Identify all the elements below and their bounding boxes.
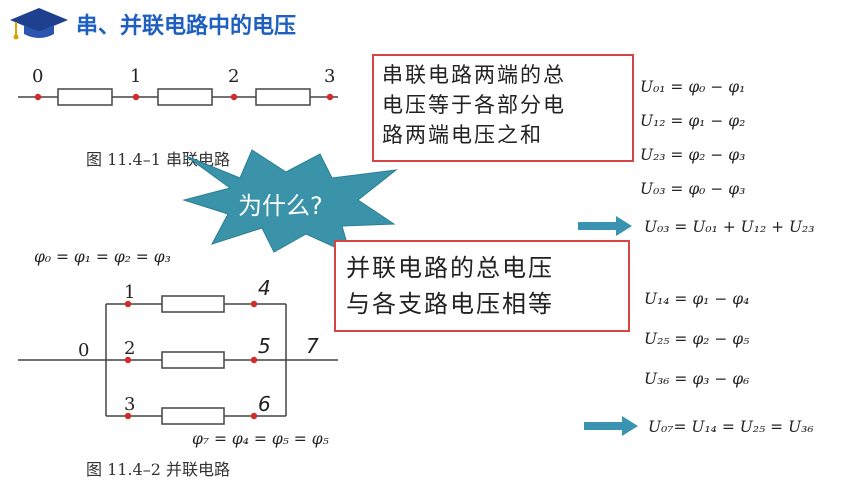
eq-series-result: U₀₃ = U₀₁ + U₁₂ + U₂₃ bbox=[644, 218, 815, 236]
series-box-line-3: 路两端电压之和 bbox=[382, 123, 543, 147]
series-node-label-2: 2 bbox=[228, 66, 240, 87]
parallel-eq-left: φ₀ = φ₁ = φ₂ = φ₃ bbox=[34, 248, 171, 266]
why-burst-shape bbox=[182, 149, 398, 255]
resistor-2 bbox=[157, 88, 213, 106]
right-arrow-icon bbox=[578, 216, 632, 236]
parallel-box-line-1: 并联电路的总电压 bbox=[346, 254, 554, 282]
parallel-eq-right: φ₇ = φ₄ = φ₅ = φ₅ bbox=[192, 430, 329, 448]
eq-u36: U₃₆ = φ₃ − φ₆ bbox=[644, 370, 750, 388]
eq-u25: U₂₅ = φ₂ − φ₅ bbox=[644, 330, 750, 348]
parallel-caption: 图 11.4–2 并联电路 bbox=[86, 460, 230, 479]
parallel-node-label-0: 0 bbox=[78, 340, 90, 361]
series-node-label-1: 1 bbox=[130, 66, 142, 87]
eq-u23: U₂₃ = φ₂ − φ₃ bbox=[640, 146, 746, 164]
parallel-box-line-2: 与各支路电压相等 bbox=[346, 290, 554, 318]
resistor-1 bbox=[57, 88, 113, 106]
hand-label-5: 5 bbox=[258, 334, 271, 358]
series-node-label-0: 0 bbox=[32, 66, 44, 87]
resistor-branch-3 bbox=[161, 407, 225, 425]
resistor-branch-2 bbox=[161, 351, 225, 369]
series-circuit-diagram bbox=[18, 88, 338, 106]
series-caption: 图 11.4–1 串联电路 bbox=[86, 150, 230, 169]
hand-label-6: 6 bbox=[258, 392, 271, 416]
right-arrow-icon bbox=[584, 416, 638, 436]
graduation-cap-icon bbox=[10, 8, 68, 40]
node-1 bbox=[132, 93, 140, 101]
hand-label-4: 4 bbox=[258, 276, 271, 300]
series-node-label-3: 3 bbox=[324, 66, 336, 87]
parallel-node-label-3: 3 bbox=[124, 394, 136, 415]
eq-u03: U₀₃ = φ₀ − φ₃ bbox=[640, 180, 746, 198]
eq-parallel-result: U₀₇= U₁₄ = U₂₅ = U₃₆ bbox=[648, 418, 814, 436]
node-2 bbox=[230, 93, 238, 101]
node-3 bbox=[326, 93, 334, 101]
series-box-line-2: 电压等于各部分电 bbox=[382, 93, 566, 117]
series-box-line-1: 串联电路两端的总 bbox=[382, 63, 566, 87]
parallel-circuit-diagram bbox=[18, 295, 338, 425]
parallel-node-label-2: 2 bbox=[124, 338, 136, 359]
why-label: 为什么? bbox=[238, 192, 323, 220]
resistor-3 bbox=[255, 88, 311, 106]
resistor-branch-1 bbox=[161, 295, 225, 313]
parallel-explanation-box: 并联电路的总电压 与各支路电压相等 bbox=[334, 240, 630, 332]
parallel-node-label-1: 1 bbox=[124, 282, 136, 303]
eq-u01: U₀₁ = φ₀ − φ₁ bbox=[640, 78, 746, 96]
series-explanation-box: 串联电路两端的总 电压等于各部分电 路两端电压之和 bbox=[372, 54, 634, 162]
hand-label-7: 7 bbox=[306, 334, 319, 358]
page-title: 串、并联电路中的电压 bbox=[76, 14, 297, 39]
node-0 bbox=[34, 93, 42, 101]
eq-u12: U₁₂ = φ₁ − φ₂ bbox=[640, 112, 746, 130]
eq-u14: U₁₄ = φ₁ − φ₄ bbox=[644, 290, 750, 308]
